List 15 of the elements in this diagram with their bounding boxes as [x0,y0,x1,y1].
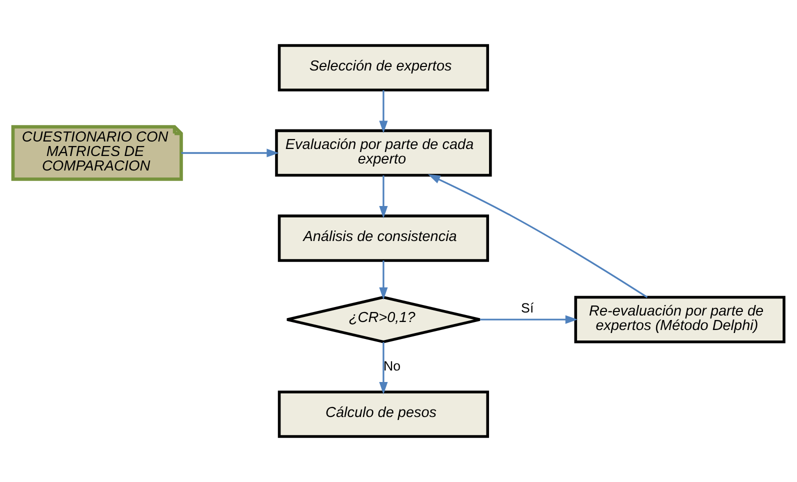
edge-label: No [383,358,401,374]
node-box: Evaluación por parte de cada experto [275,129,492,177]
arrow [428,174,648,298]
arrow [379,90,388,134]
arrow [181,148,279,158]
arrow [379,342,388,394]
arrow [379,260,388,300]
node-box: Análisis de consistencia [278,214,490,262]
node-box: Re-evaluación por parte de expertos (Método Delphi) [574,296,786,344]
edge-label: Sí [521,300,534,316]
node-diamond: ¿CR>0,1? [286,296,482,344]
arrow [379,175,388,218]
node-box: Cálculo de pesos [278,390,490,438]
arrow [480,315,578,324]
node-box: Selección de expertos [278,44,490,92]
